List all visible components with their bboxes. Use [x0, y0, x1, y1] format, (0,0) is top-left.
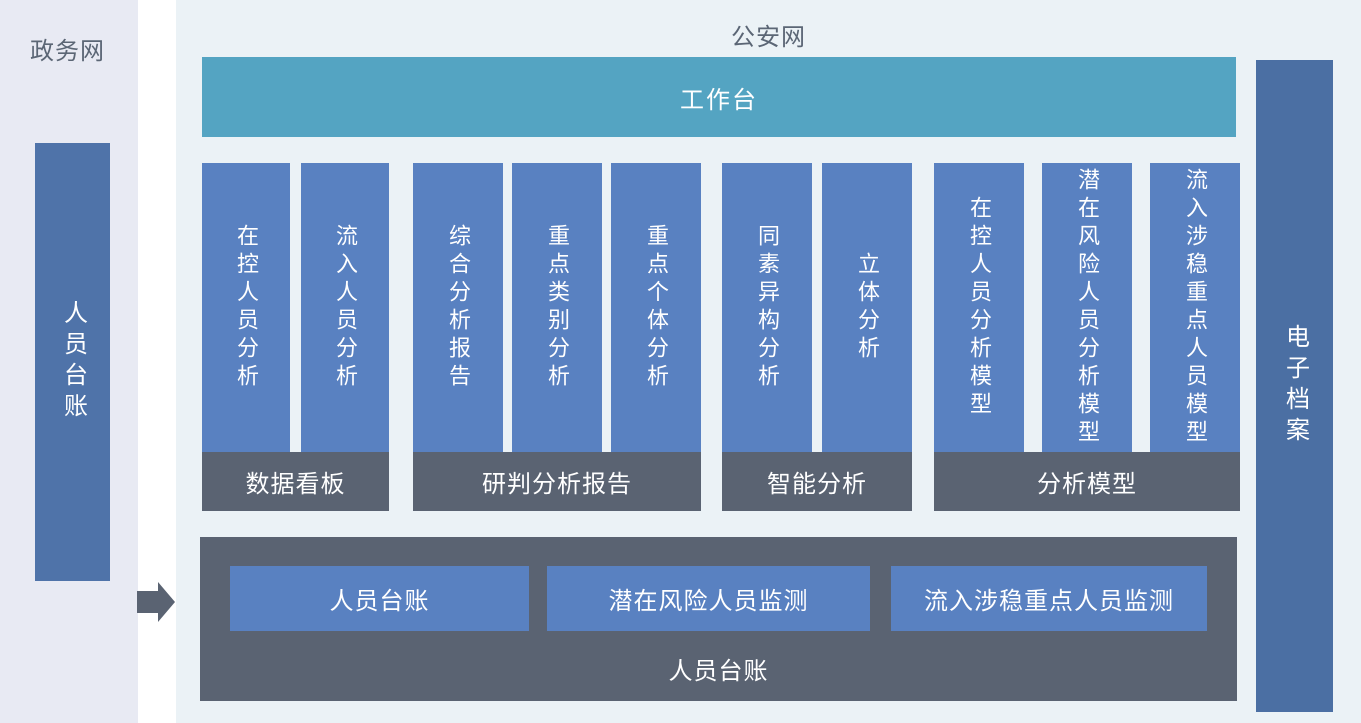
bottom-panel-personnel-ledger: 人员台账 潜在风险人员监测 流入涉稳重点人员监测 人员台账: [200, 537, 1237, 701]
bar-label: 综合分析报告: [446, 223, 471, 392]
police-network-label: 公安网: [731, 24, 806, 51]
group-footer-analysis-models: 分析模型: [934, 452, 1240, 511]
flow-arrow-icon: [137, 582, 175, 622]
right-bar-electronic-archive: 电子档案: [1256, 60, 1333, 712]
left-bar-personnel-ledger-label: 人员台账: [59, 300, 87, 424]
group-analysis-models: 在控人员分析模型 潜在风险人员分析模型 流入涉稳重点人员模型 分析模型: [934, 163, 1240, 511]
gov-network-panel: 政务网 人员台账: [0, 0, 138, 723]
bar-key-category-analysis: 重点类别分析: [512, 163, 602, 452]
bar-inflow-key-personnel-model: 流入涉稳重点人员模型: [1150, 163, 1240, 452]
group-footer-analysis-report: 研判分析报告: [413, 452, 701, 511]
button-personnel-ledger: 人员台账: [230, 566, 529, 631]
group-footer-intelligent-analysis: 智能分析: [722, 452, 912, 511]
bar-comprehensive-analysis-report: 综合分析报告: [413, 163, 503, 452]
bar-controlled-personnel-analysis: 在控人员分析: [202, 163, 290, 452]
group-footer-data-dashboard: 数据看板: [202, 452, 389, 511]
bar-label: 同素异构分析: [755, 223, 780, 392]
button-potential-risk-monitoring: 潜在风险人员监测: [547, 566, 870, 631]
right-bar-electronic-archive-label: 电子档案: [1281, 324, 1309, 448]
bar-label: 重点类别分析: [545, 223, 570, 392]
bar-label: 在控人员分析: [234, 223, 259, 392]
button-inflow-key-monitoring: 流入涉稳重点人员监测: [891, 566, 1207, 631]
bar-controlled-personnel-model: 在控人员分析模型: [934, 163, 1024, 452]
group-analysis-report: 综合分析报告 重点类别分析 重点个体分析 研判分析报告: [413, 163, 701, 511]
left-bar-personnel-ledger: 人员台账: [35, 143, 110, 581]
bar-potential-risk-model: 潜在风险人员分析模型: [1042, 163, 1132, 452]
bottom-panel-label: 人员台账: [668, 658, 769, 685]
workbench-bar: 工作台: [202, 57, 1236, 137]
gov-network-label: 政务网: [30, 38, 105, 65]
bar-label: 流入人员分析: [333, 223, 358, 392]
bar-label: 重点个体分析: [644, 223, 669, 392]
bar-label: 在控人员分析模型: [967, 195, 992, 420]
bar-label: 潜在风险人员分析模型: [1075, 167, 1100, 448]
bar-stereo-analysis: 立体分析: [822, 163, 912, 452]
workbench-label: 工作台: [680, 86, 758, 114]
bar-inflow-personnel-analysis: 流入人员分析: [301, 163, 389, 452]
bar-label: 立体分析: [855, 251, 880, 364]
group-intelligent-analysis: 同素异构分析 立体分析 智能分析: [722, 163, 912, 511]
bar-label: 流入涉稳重点人员模型: [1183, 167, 1208, 448]
group-data-dashboard: 在控人员分析 流入人员分析 数据看板: [202, 163, 389, 511]
bar-isomer-analysis: 同素异构分析: [722, 163, 812, 452]
bar-key-individual-analysis: 重点个体分析: [611, 163, 701, 452]
